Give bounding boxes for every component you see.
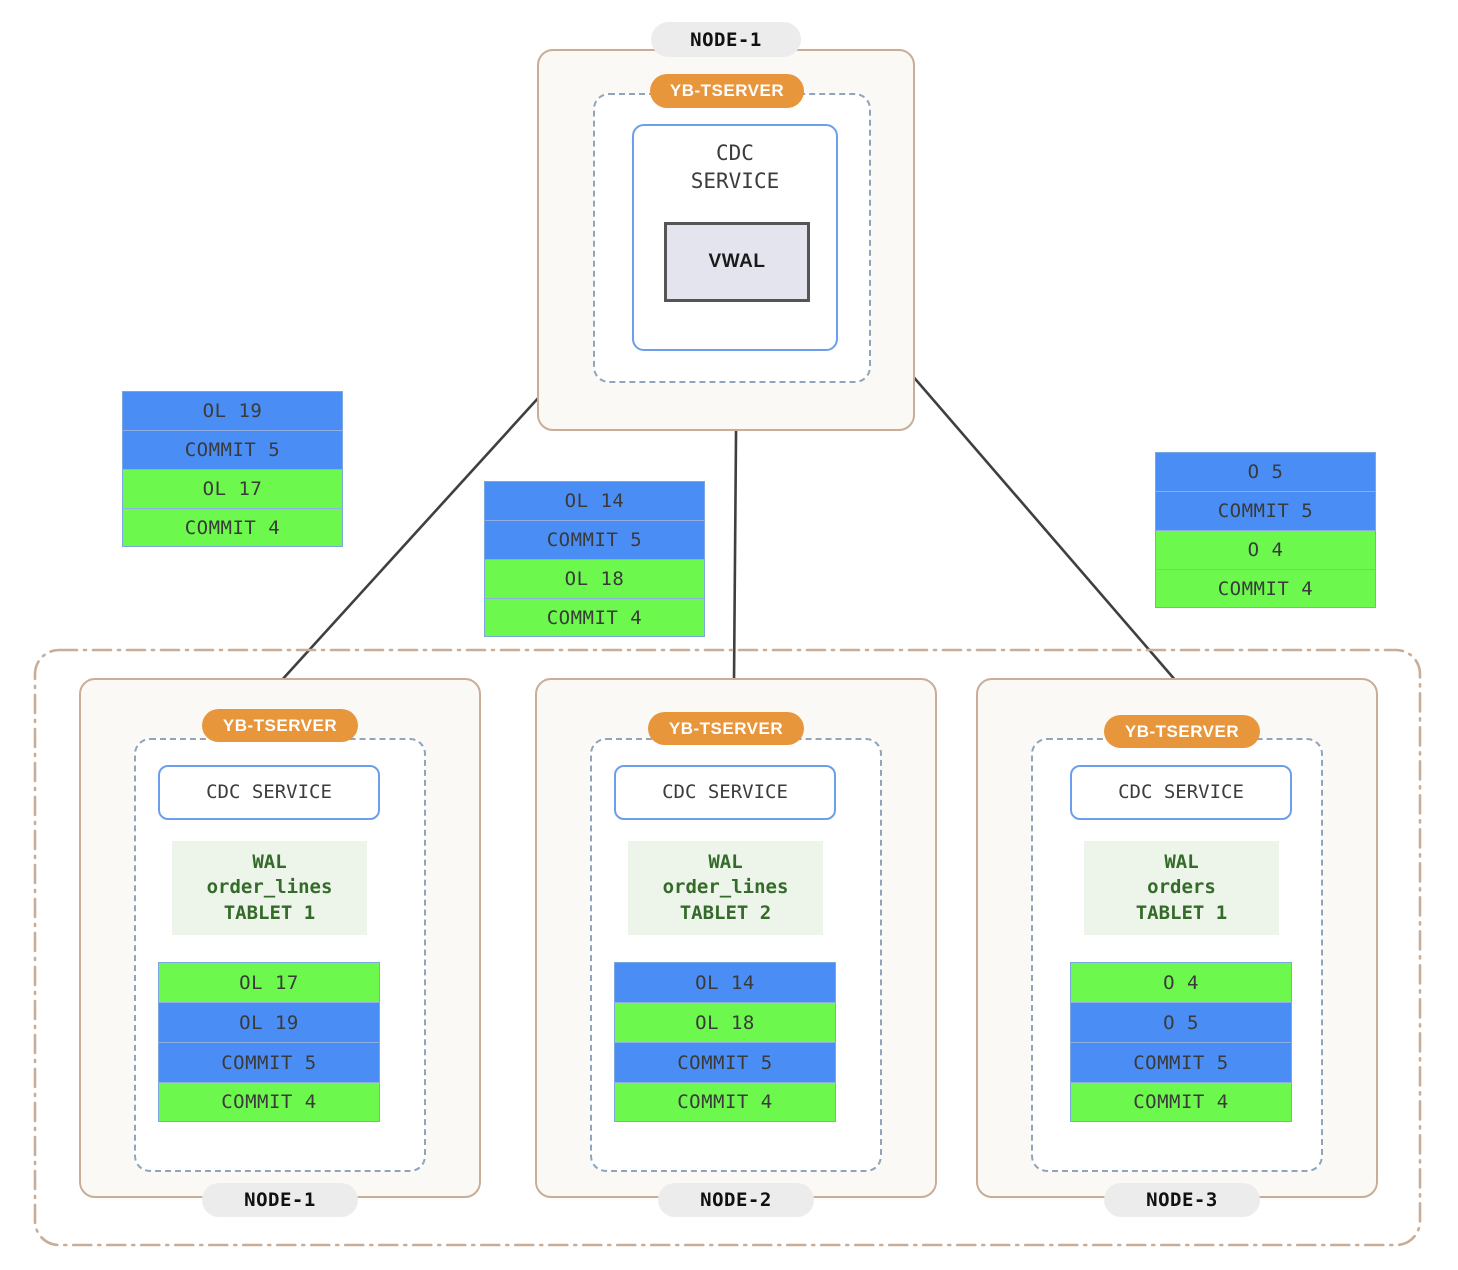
cluster-node-3-cdc-service-label: CDC SERVICE: [1118, 780, 1244, 803]
cluster-node-2-chip-label: NODE-2: [700, 1189, 772, 1211]
cluster-node-2-wal-line1: WAL: [708, 850, 743, 873]
cluster-node-2-cdc-service-label: CDC SERVICE: [662, 780, 788, 803]
cluster-node-1-wal-line1: WAL: [252, 850, 287, 873]
cluster-node-1-chip: NODE-1: [202, 1183, 358, 1217]
stream-right-record-stack: O 5 COMMIT 5 O 4 COMMIT 4: [1155, 452, 1376, 608]
record-item: OL 19: [158, 1002, 380, 1042]
cluster-node-3-wal-box: WAL orders TABLET 1: [1084, 841, 1279, 935]
record-item: COMMIT 5: [1155, 491, 1376, 530]
record-item: COMMIT 5: [1070, 1042, 1292, 1082]
record-item: COMMIT 4: [1070, 1082, 1292, 1122]
cluster-node-1-cdc-service-label: CDC SERVICE: [206, 780, 332, 803]
cluster-node-2-wal-line2: order_lines: [662, 876, 789, 899]
record-item: O 5: [1155, 452, 1376, 491]
vwal-label: VWAL: [708, 251, 766, 272]
stream-left-record-stack: OL 19 COMMIT 5 OL 17 COMMIT 4: [122, 391, 343, 547]
record-item: OL 18: [484, 559, 705, 598]
cluster-node-2-chip: NODE-2: [658, 1183, 814, 1217]
cluster-node-1-wal-line2: order_lines: [206, 876, 333, 899]
record-item: O 5: [1070, 1002, 1292, 1042]
record-item: OL 14: [614, 962, 836, 1002]
vwal-box: VWAL: [664, 222, 810, 302]
cluster-node-3-wal-line3: TABLET 1: [1135, 901, 1228, 924]
cluster-node-2-wal-line3: TABLET 2: [679, 901, 772, 924]
record-item: COMMIT 4: [614, 1082, 836, 1122]
cluster-node-2-record-stack: OL 14 OL 18 COMMIT 5 COMMIT 4: [614, 962, 836, 1122]
record-item: OL 14: [484, 481, 705, 520]
record-item: COMMIT 5: [122, 430, 343, 469]
top-node-tserver-chip-label: YB-TSERVER: [669, 81, 785, 100]
record-item: COMMIT 4: [1155, 569, 1376, 608]
record-item: COMMIT 5: [484, 520, 705, 559]
cluster-node-1-chip-label: NODE-1: [244, 1189, 316, 1211]
cluster-node-2-tserver-chip-label: YB-TSERVER: [668, 718, 784, 738]
record-item: O 4: [1155, 530, 1376, 569]
cluster-node-3-tserver-chip-label: YB-TSERVER: [1124, 721, 1240, 741]
top-node-chip: NODE-1: [651, 22, 801, 57]
cluster-node-1-tserver-chip: YB-TSERVER: [202, 709, 358, 742]
record-item: O 4: [1070, 962, 1292, 1002]
record-item: OL 17: [122, 469, 343, 508]
record-item: OL 17: [158, 962, 380, 1002]
top-node-cdc-service-label: CDC SERVICE: [690, 141, 780, 193]
top-node-chip-label: NODE-1: [690, 28, 762, 51]
record-item: OL 18: [614, 1002, 836, 1042]
cluster-node-3-wal-line1: WAL: [1164, 850, 1199, 873]
record-item: OL 19: [122, 391, 343, 430]
cluster-node-1-record-stack: OL 17 OL 19 COMMIT 5 COMMIT 4: [158, 962, 380, 1122]
record-item: COMMIT 4: [122, 508, 343, 547]
cluster-node-1-wal-box: WAL order_lines TABLET 1: [172, 841, 367, 935]
cluster-node-1-cdc-service-box: CDC SERVICE: [158, 765, 380, 820]
cluster-node-2-tserver-chip: YB-TSERVER: [648, 712, 804, 745]
cluster-node-1-wal-line3: TABLET 1: [223, 901, 316, 924]
cluster-node-3-tserver-chip: YB-TSERVER: [1104, 715, 1260, 748]
stream-middle-record-stack: OL 14 COMMIT 5 OL 18 COMMIT 4: [484, 481, 705, 637]
cluster-node-3-chip: NODE-3: [1104, 1183, 1260, 1217]
cluster-node-3-record-stack: O 4 O 5 COMMIT 5 COMMIT 4: [1070, 962, 1292, 1122]
record-item: COMMIT 4: [484, 598, 705, 637]
cluster-node-2-wal-box: WAL order_lines TABLET 2: [628, 841, 823, 935]
top-node-tserver-chip: YB-TSERVER: [650, 74, 804, 108]
cluster-node-3-wal-line2: orders: [1147, 876, 1216, 899]
cluster-node-3-cdc-service-box: CDC SERVICE: [1070, 765, 1292, 820]
cluster-node-3-chip-label: NODE-3: [1146, 1189, 1218, 1211]
record-item: COMMIT 5: [614, 1042, 836, 1082]
record-item: COMMIT 4: [158, 1082, 380, 1122]
record-item: COMMIT 5: [158, 1042, 380, 1082]
cluster-node-1-tserver-chip-label: YB-TSERVER: [222, 715, 338, 735]
cluster-node-2-cdc-service-box: CDC SERVICE: [614, 765, 836, 820]
